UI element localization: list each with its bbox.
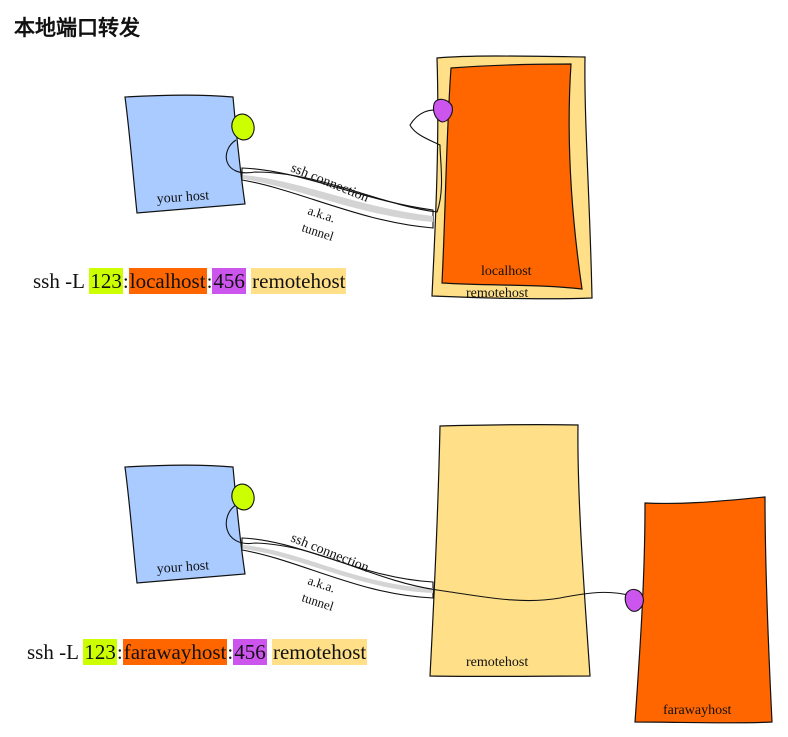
your-host-label-2: your host [156, 558, 210, 577]
page-title: 本地端口转发 [14, 16, 140, 40]
tunnel-shade [243, 175, 433, 222]
local-port-123 [231, 113, 255, 141]
command-2-target-host: farawayhost [122, 639, 228, 665]
your-host-box [124, 94, 246, 214]
tunnel-shade-2 [243, 545, 433, 593]
command-1-prefix: ssh -L [33, 269, 90, 293]
farawayhost-label: farawayhost [663, 703, 732, 718]
remotehost-label-2: remotehost [466, 655, 528, 670]
connection-line [225, 109, 443, 213]
command-2-sep2: : [227, 640, 234, 664]
local-port-123-2 [231, 483, 255, 511]
command-2-prefix: ssh -L [27, 640, 84, 664]
farawayhost-box [634, 496, 773, 724]
command-1-target-port: 456 [212, 268, 246, 294]
command-1-sep1: : [122, 269, 129, 293]
command-2-remote-host: remotehost [271, 639, 368, 665]
command-2: ssh -L 123:farawayhost:456 remotehost [27, 639, 368, 665]
command-1-remote-host: remotehost [251, 268, 347, 294]
remotehost-label-1: remotehost [466, 286, 528, 301]
remote-port-456-2 [624, 588, 644, 612]
command-1-local-port: 123 [89, 268, 123, 294]
connection-line-2 [225, 504, 633, 602]
localhost-box [441, 63, 583, 290]
remote-port-456 [432, 98, 453, 123]
command-1: ssh -L 123:localhost:456 remotehost [33, 268, 347, 294]
diagram-1: your host ssh connection a.k.a. tunnel l… [124, 55, 593, 301]
remotehost-box-2 [429, 423, 591, 678]
command-2-local-port: 123 [83, 639, 117, 665]
your-host-box-2 [124, 464, 246, 584]
command-1-target-host: localhost [128, 268, 207, 294]
command-1-sep2: : [206, 269, 213, 293]
command-2-target-port: 456 [233, 639, 267, 665]
your-host-label-1: your host [156, 188, 210, 207]
diagram-2: your host ssh connection a.k.a. tunnel r… [124, 423, 773, 724]
command-2-sep1: : [116, 640, 123, 664]
localhost-label: localhost [481, 264, 532, 279]
